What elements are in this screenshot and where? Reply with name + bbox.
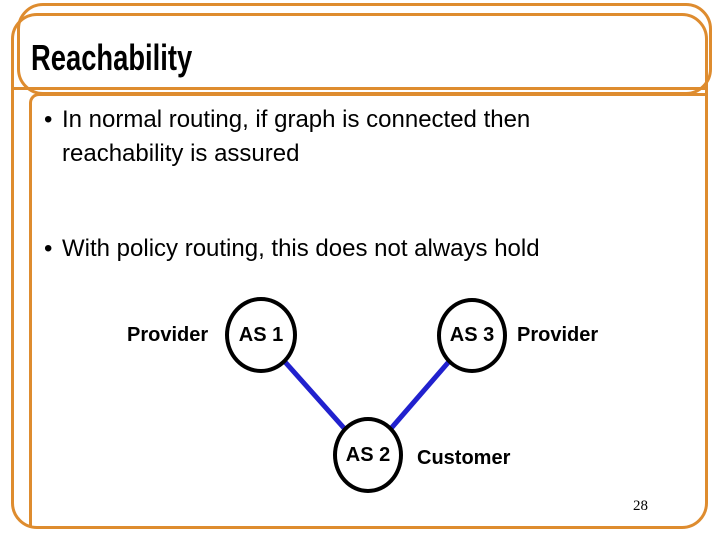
page-number: 28	[633, 498, 648, 514]
title-divider-line	[12, 87, 707, 90]
node-as2-label: AS 2	[345, 443, 391, 466]
node-as2: AS 2	[333, 417, 403, 493]
bullet-line: reachability is assured	[62, 140, 300, 167]
role-label-provider-as1: Provider	[127, 324, 209, 346]
role-label-customer-as2: Customer	[417, 447, 511, 469]
node-as1: AS 1	[225, 297, 297, 373]
bullet-item: • With policy routing, this does not alw…	[44, 232, 540, 266]
role-label-provider-as3: Provider	[517, 324, 599, 346]
bullet-line: In normal routing, if graph is connected…	[62, 106, 531, 133]
node-as3: AS 3	[437, 298, 507, 373]
bullet-item: • In normal routing, if graph is connect…	[44, 103, 530, 171]
slide-border-frame	[11, 13, 708, 529]
body-content-frame	[29, 93, 707, 526]
bullet-text: With policy routing, this does not alway…	[62, 232, 540, 266]
bullet-text: In normal routing, if graph is connected…	[62, 103, 530, 171]
bullet-line: With policy routing, this does not alway…	[62, 235, 540, 262]
bullet-marker: •	[44, 106, 53, 133]
node-as3-label: AS 3	[449, 324, 495, 346]
slide-title: Reachability	[31, 37, 193, 78]
node-as1-label: AS 1	[238, 323, 284, 346]
bullet-marker: •	[44, 235, 53, 262]
